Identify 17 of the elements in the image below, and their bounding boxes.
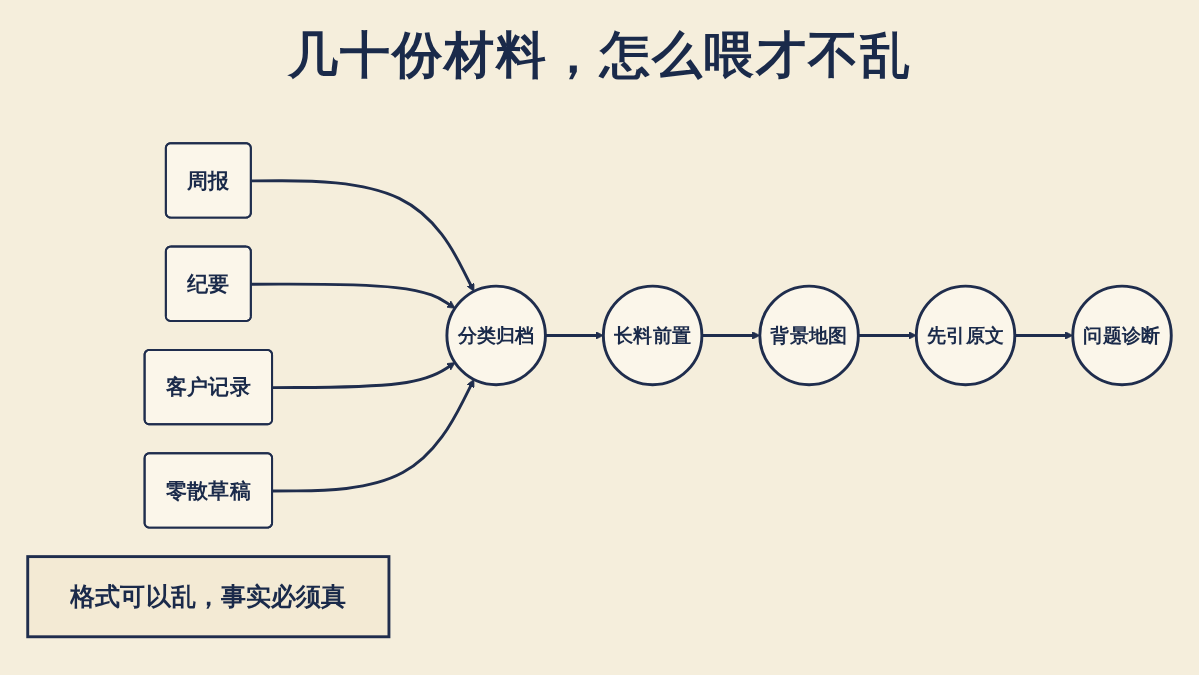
document-card: 零散草稿 [143,452,274,529]
title: 几十份材料，怎么喂才不乱 [287,23,912,86]
document-card: 客户记录 [143,348,274,426]
step-circle: 问题诊断 [1071,284,1173,387]
arrow [272,379,475,493]
step-circle: 分类归档 [445,284,547,387]
arrow [545,331,604,340]
step-circle: 背景地图 [758,284,860,387]
step-circle: 长料前置 [601,284,704,387]
step-circle: 先引原文 [914,284,1017,387]
arrow [858,331,917,340]
arrow [272,362,456,390]
motto-banner: 格式可以乱，事实必须真 [26,555,391,639]
document-card: 周报 [164,142,252,219]
arrow [251,282,456,309]
arrow [251,179,475,292]
document-card: 纪要 [164,245,252,322]
